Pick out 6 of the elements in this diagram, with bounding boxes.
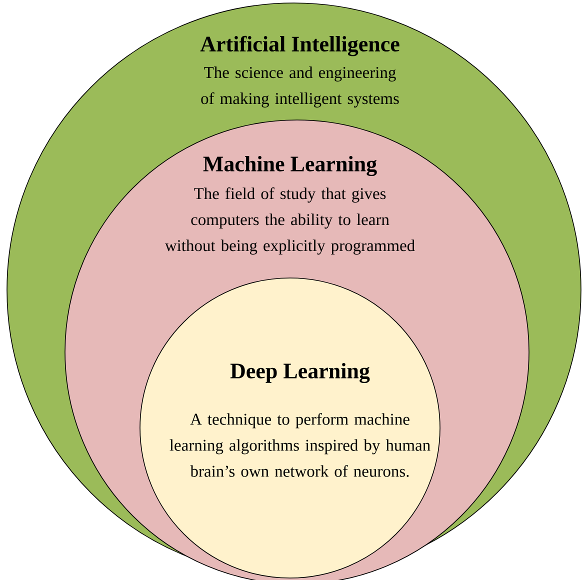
description: The science and engineering of making intelligent systems <box>201 66 399 108</box>
heading: Deep Learning <box>230 362 370 384</box>
heading: Machine Learning <box>203 156 377 176</box>
description: The field of study that gives computers the ability to learn without being explicitly programmed <box>164 187 415 255</box>
description: A technique to perform machine learning algorithms inspired by human brain’s own network of neurons. <box>170 413 430 477</box>
heading: Artificial Intelligence <box>200 36 400 56</box>
